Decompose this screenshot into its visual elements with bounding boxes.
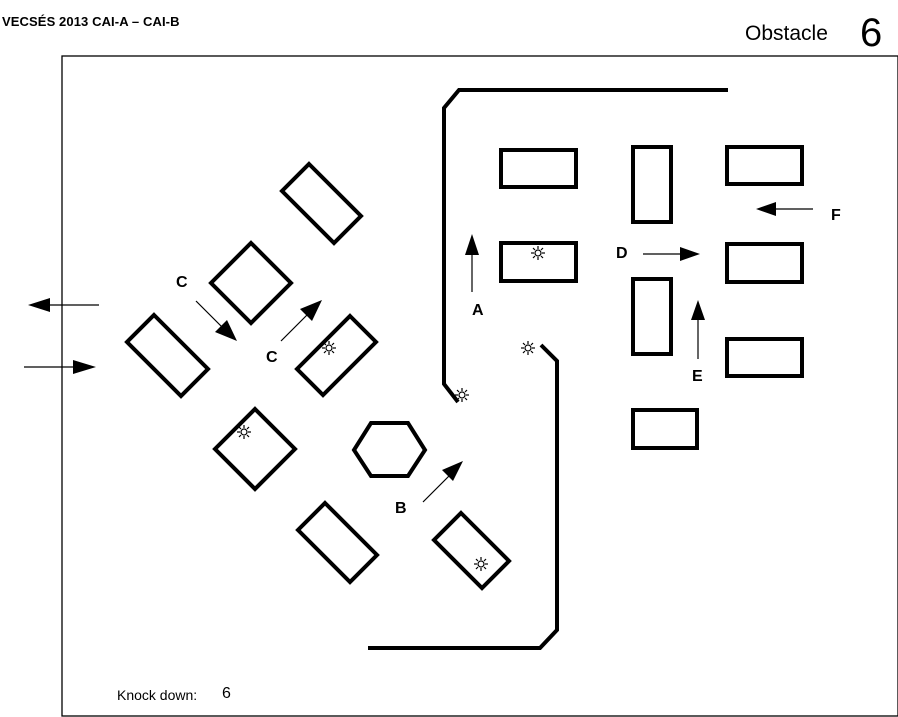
arena-border	[61, 55, 898, 717]
arrow-icon-gate-b	[422, 461, 463, 503]
sun-ball-icon	[454, 387, 470, 403]
gate-label-b: B	[395, 500, 407, 517]
entry-arrow	[24, 360, 96, 374]
wall-lower	[368, 343, 559, 650]
knockdown-value: 6	[222, 685, 231, 702]
block-gate-a	[499, 241, 578, 283]
sun-ball-icon	[520, 340, 536, 356]
arrow-icon-gate-f	[756, 202, 813, 216]
wall-upper	[442, 88, 728, 404]
sun-ball-icon	[321, 340, 337, 356]
block-right-3	[725, 337, 804, 378]
exit-arrow	[28, 298, 99, 312]
block-hexagon	[351, 421, 428, 478]
gate-label-e: E	[692, 368, 703, 385]
arrow-icon-gate-d	[643, 247, 700, 261]
gate-label-c-in: C	[176, 274, 188, 291]
knockdown-label: Knock down:	[117, 687, 198, 703]
sun-ball-icon	[530, 245, 546, 261]
obstacle-number: 6	[860, 11, 883, 55]
block-diag-c-ball	[294, 313, 379, 398]
gate-label-f: F	[831, 207, 841, 224]
block-square-c	[208, 240, 294, 326]
block-diag-left	[124, 312, 211, 399]
block-right-1	[725, 145, 804, 186]
gate-label-c-out: C	[266, 349, 278, 366]
obstacle-label: Obstacle	[745, 22, 828, 45]
block-diag-b-ball	[431, 510, 512, 591]
block-vertical-lower	[631, 277, 673, 356]
event-title: VECSÉS 2013 CAI-A – CAI-B	[2, 14, 180, 29]
gate-label-a: A	[472, 302, 484, 319]
arrow-icon-gate-e	[691, 300, 705, 359]
block-top-left	[499, 148, 578, 189]
sun-ball-icon	[473, 556, 489, 572]
sun-ball-icon	[236, 424, 252, 440]
arrow-icon-gate-a	[465, 234, 479, 292]
block-right-2	[725, 242, 804, 284]
block-bottom	[631, 408, 699, 450]
block-vertical-upper	[631, 145, 673, 224]
gate-label-d: D	[616, 245, 628, 262]
block-diag-bottom-left	[295, 500, 380, 585]
arrow-icon-gate-c-in	[195, 300, 237, 341]
block-diag-top	[279, 161, 364, 246]
block-square-ball	[212, 406, 298, 492]
arrow-icon-gate-c-out	[280, 300, 322, 342]
